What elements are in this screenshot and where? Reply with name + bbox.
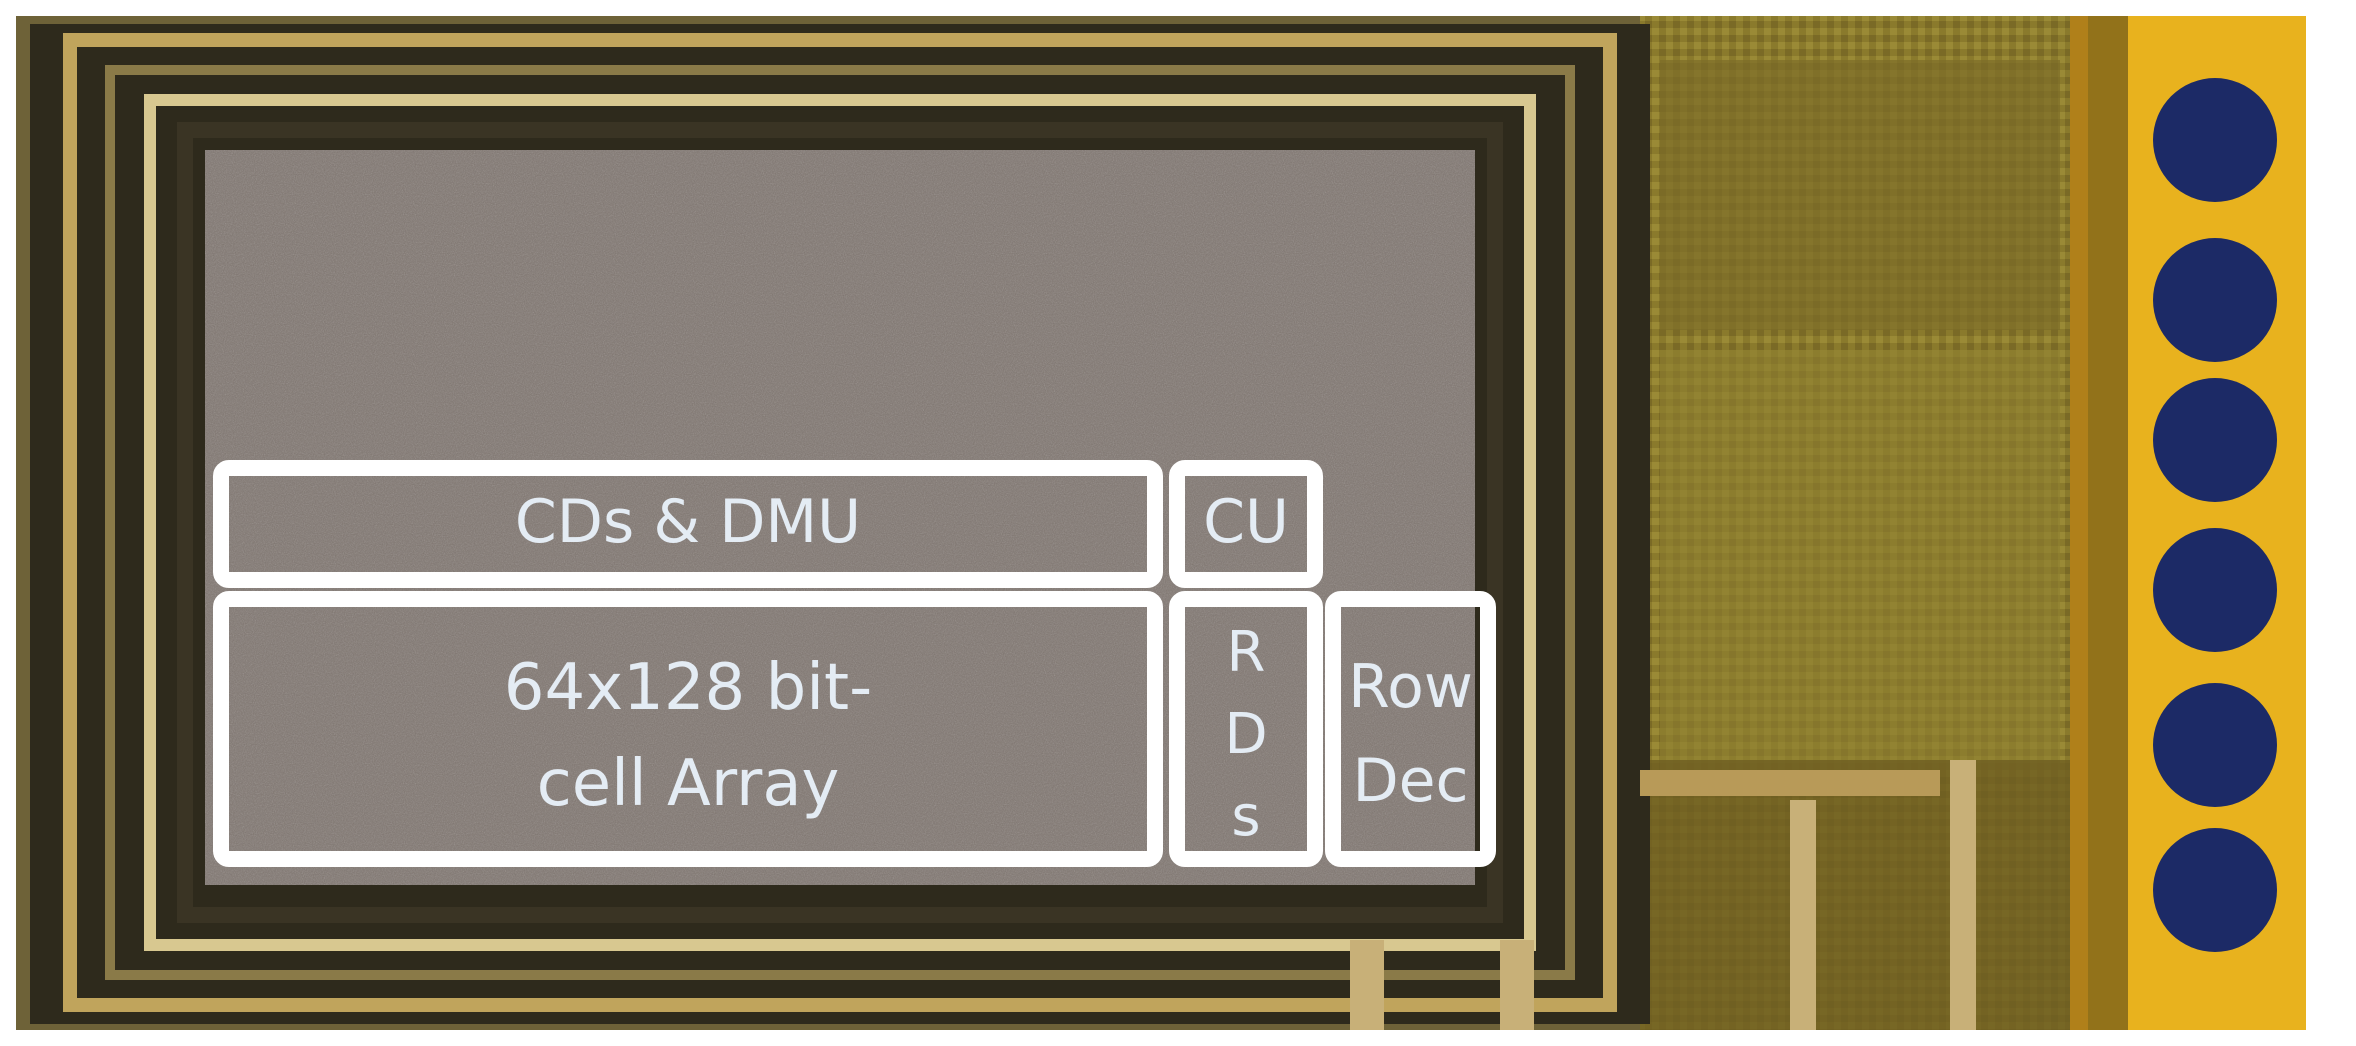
block-outlines bbox=[213, 460, 1496, 867]
bond-pads bbox=[2088, 16, 2277, 1030]
row-dec-outline bbox=[1325, 591, 1496, 867]
bond-pad bbox=[2153, 238, 2277, 362]
row-dec-label: Row Dec bbox=[1348, 652, 1473, 816]
cds-dmu-outline bbox=[213, 460, 1163, 588]
bond-pad bbox=[2153, 78, 2277, 202]
cu-label: CU bbox=[1203, 487, 1289, 557]
bond-pad bbox=[2153, 828, 2277, 952]
bond-pad bbox=[2153, 528, 2277, 652]
rds-label: R D s bbox=[1224, 620, 1268, 849]
array-outline bbox=[213, 591, 1163, 867]
rds-outline bbox=[1169, 591, 1323, 867]
cds-dmu-label: CDs & DMU bbox=[514, 487, 862, 557]
bond-pad bbox=[2153, 683, 2277, 807]
bond-pad bbox=[2153, 378, 2277, 502]
array-label: 64x128 bit- cell Array bbox=[503, 651, 873, 821]
bottom-wiring bbox=[1350, 760, 1976, 1030]
cu-outline bbox=[1169, 460, 1323, 588]
